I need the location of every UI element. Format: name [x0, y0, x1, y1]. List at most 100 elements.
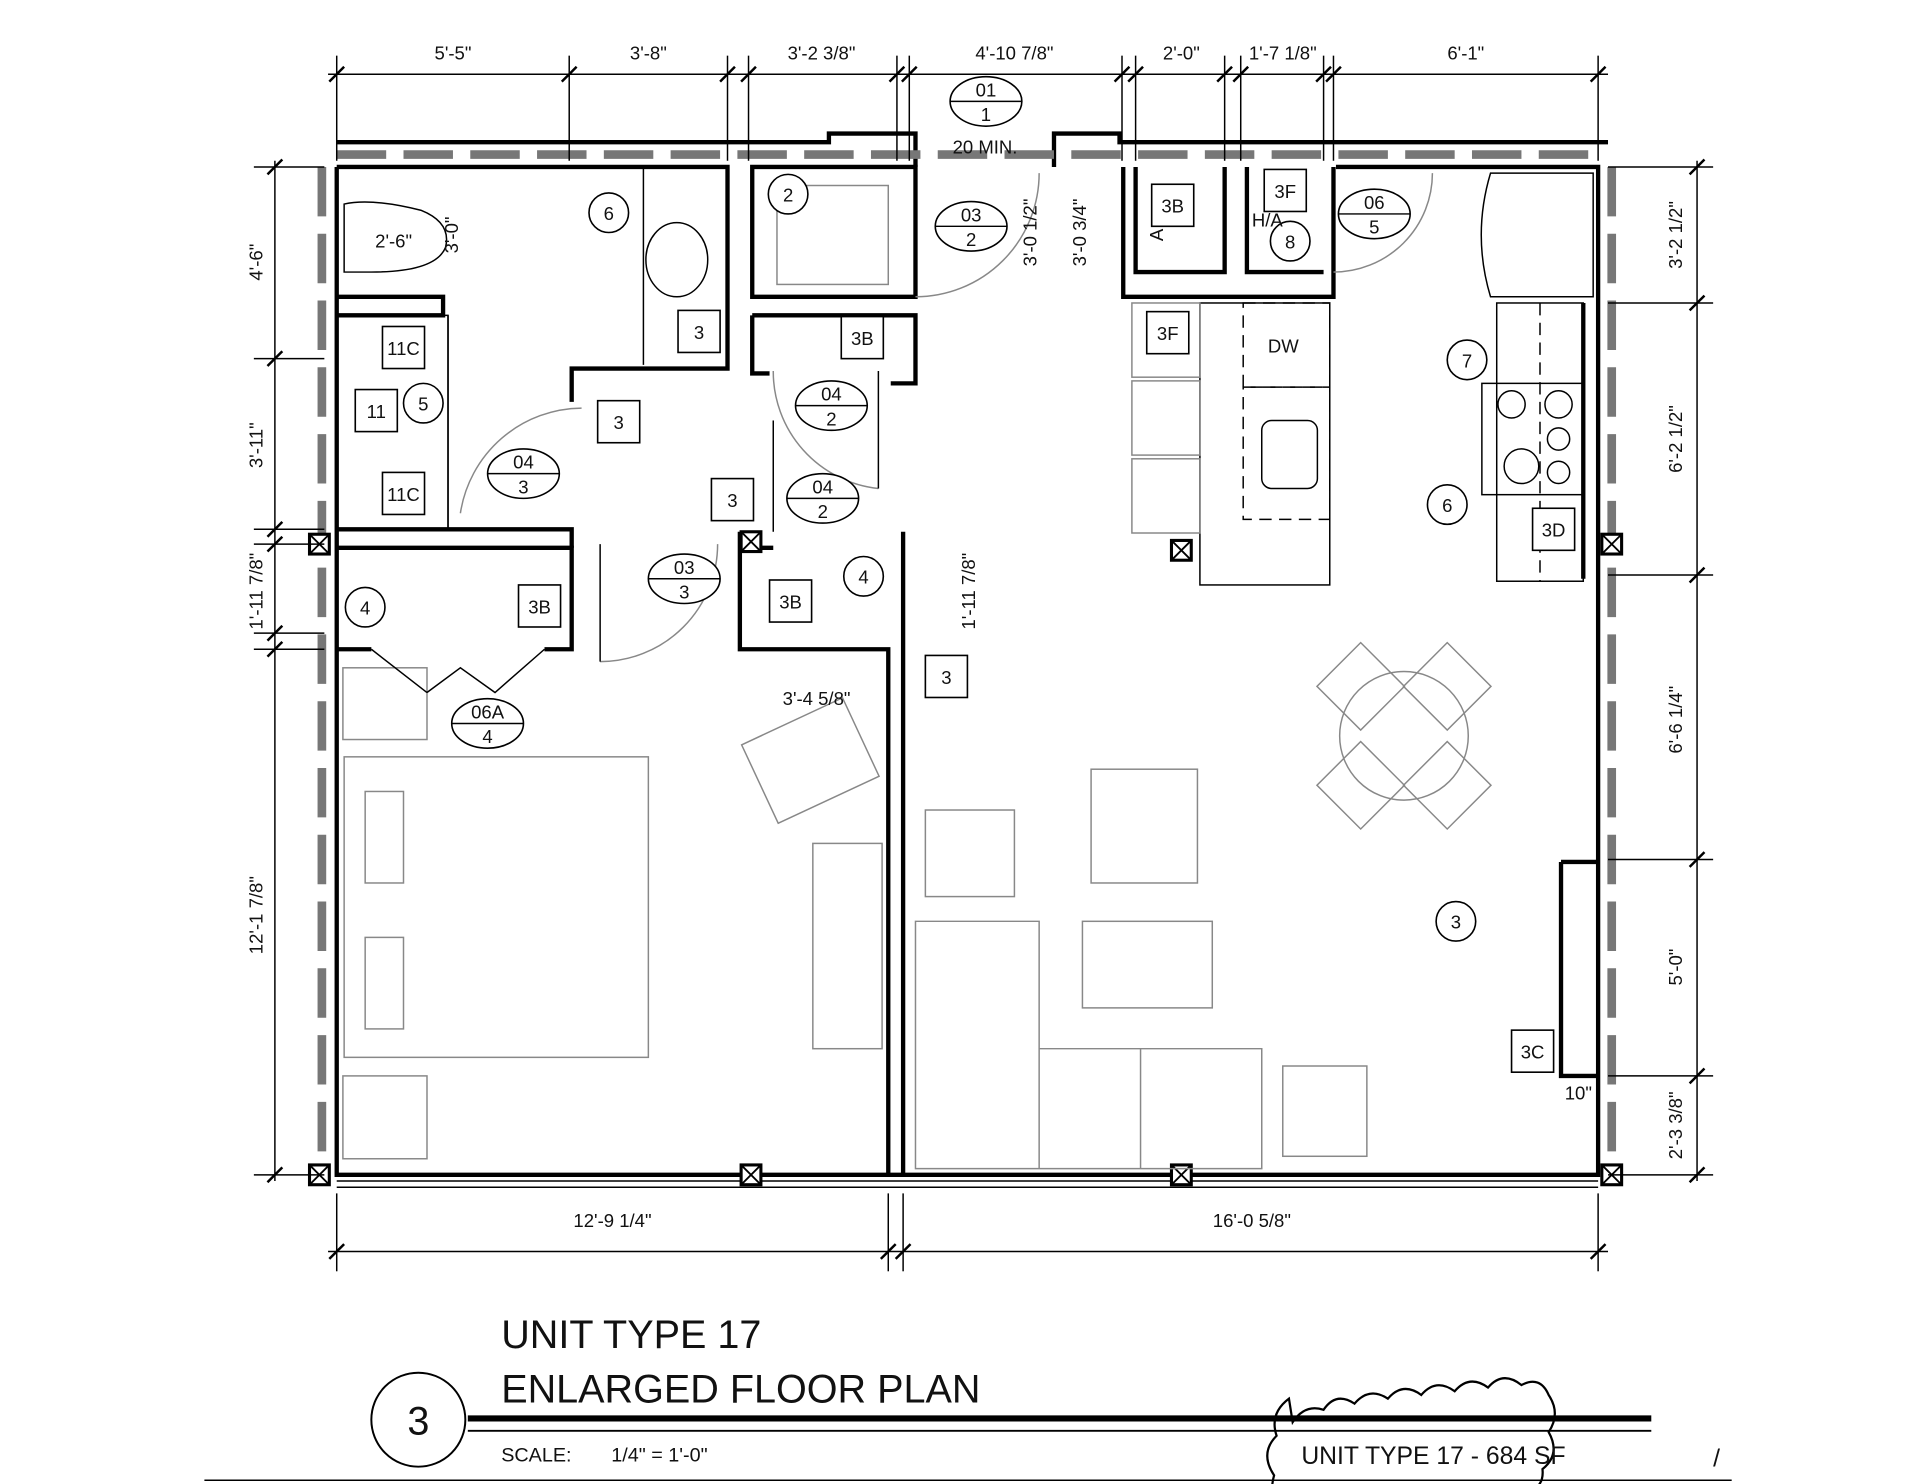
finish-tag: 3 [924, 654, 969, 699]
structural-columns [307, 530, 1624, 1187]
fixtures [342, 166, 1594, 1170]
exterior-walls [317, 131, 1617, 1177]
door-number: 06 [1364, 192, 1385, 213]
keynote-number: 6 [1442, 495, 1452, 516]
washer-dryer [776, 184, 890, 286]
keynote-number: 4 [858, 567, 868, 588]
fire-rating-label: 20 MIN. [953, 136, 1018, 157]
toilet [343, 201, 448, 273]
bifold-doors [370, 648, 545, 694]
finish-code: 11C [387, 484, 420, 505]
finish-tag: 3D [1531, 507, 1576, 552]
drawing-title-line2: ENLARGED FLOOR PLAN [501, 1367, 980, 1411]
finish-tag: 3 [710, 477, 755, 522]
keynote-number: 4 [360, 598, 370, 619]
finish-code: 11C [387, 338, 420, 359]
finish-tag: 3B [768, 579, 813, 623]
keynote-number: 8 [1285, 232, 1295, 253]
armchair [1090, 768, 1199, 884]
door-number: 04 [513, 452, 534, 473]
door-tag: 042 [786, 472, 860, 524]
dishwasher-label: DW [1268, 335, 1299, 356]
dimension-top: 2'-0" [1163, 42, 1200, 63]
door-type: 3 [518, 476, 528, 497]
door-type: 3 [679, 582, 689, 603]
air-handler-label: A [1146, 228, 1167, 241]
keynote-tag: 5 [402, 382, 444, 424]
dimension-left: 3'-11" [246, 422, 267, 468]
door-type: 2 [966, 229, 976, 250]
finish-code: 3D [1542, 520, 1566, 541]
keynote-tag: 7 [1446, 339, 1488, 381]
keynote-tag: 4 [842, 555, 885, 597]
finish-code: 3C [1521, 1042, 1545, 1063]
keynote-tag: 8 [1269, 220, 1311, 262]
dimension-interior: 10" [1565, 1082, 1592, 1103]
finish-tag: 3C [1510, 1029, 1555, 1073]
scale-value: 1/4" = 1'-0" [611, 1445, 707, 1467]
dimension-right: 5'-0" [1665, 949, 1686, 986]
partial-symbol: / [1713, 1446, 1720, 1473]
dimension-interior: 3'-0 1/2" [1020, 199, 1041, 267]
finish-code: 3B [1161, 196, 1184, 217]
door-tag: 042 [794, 380, 869, 432]
door-tag: 011 [949, 75, 1023, 127]
finish-code: 3B [528, 596, 551, 617]
door-number: 03 [961, 204, 982, 225]
bed [343, 756, 650, 1059]
keynote-tag: 6 [588, 192, 630, 234]
sectional-sofa [914, 920, 1263, 1170]
keynote-tag: 6 [1426, 483, 1468, 526]
dimension-left: 1'-11 7/8" [246, 553, 267, 630]
detail-number: 3 [407, 1400, 429, 1444]
dimension-right: 6'-2 1/2" [1665, 405, 1686, 473]
dimension-right: 6'-6 1/4" [1665, 686, 1686, 754]
dimension-top: 3'-8" [630, 42, 667, 63]
door-type: 5 [1369, 217, 1379, 238]
dimension-bottom: 12'-9 1/4" [573, 1210, 651, 1231]
dimension-top: 5'-5" [435, 42, 472, 63]
door-number: 01 [976, 79, 997, 100]
water-heater-label: H/A [1252, 209, 1284, 230]
dimension-interior: 2'-6" [375, 230, 412, 251]
coffee-table [1081, 920, 1214, 1009]
door-tag: 065 [1337, 188, 1411, 240]
dimension-left: 12'-1 7/8" [246, 876, 267, 954]
dimension-top: 6'-1" [1447, 42, 1484, 63]
kitchen-sink [1261, 419, 1319, 490]
keynote-number: 2 [783, 185, 793, 206]
lavatory-sink [645, 221, 709, 298]
finish-tag: 11C [381, 471, 426, 516]
door-tag: 043 [486, 448, 561, 500]
dimension-left: 4'-6" [246, 244, 267, 281]
door-tag: 033 [647, 553, 721, 605]
finish-code: 3 [694, 322, 704, 343]
fridge [1480, 172, 1594, 298]
window-wall [336, 1180, 1599, 1188]
finish-tag: 3F [1263, 168, 1308, 213]
finish-code: 3F [1157, 323, 1179, 344]
dimension-interior: 3'-0 3/4" [1069, 199, 1090, 267]
door-type: 1 [981, 104, 991, 125]
finish-tag: 11 [354, 388, 399, 433]
keynote-number: 3 [1451, 912, 1461, 933]
dishwasher [1242, 302, 1331, 388]
finish-code: 3B [779, 591, 802, 612]
finish-code: 3F [1274, 181, 1296, 202]
finish-tag: 3B [1150, 183, 1195, 228]
column-marker [739, 530, 763, 554]
scale-label: SCALE: [501, 1445, 571, 1467]
dining-chairs [1315, 641, 1493, 831]
keynote-tag: 3 [1435, 900, 1477, 942]
door-type: 4 [482, 726, 492, 747]
dimension-interior: 1'-11 7/8" [958, 553, 979, 630]
range [1481, 382, 1585, 496]
finish-code: 3 [727, 490, 737, 511]
keynote-tag: 2 [767, 173, 809, 215]
finish-code: 3 [941, 667, 951, 688]
column-marker [1169, 538, 1193, 562]
door-type: 2 [818, 501, 828, 522]
